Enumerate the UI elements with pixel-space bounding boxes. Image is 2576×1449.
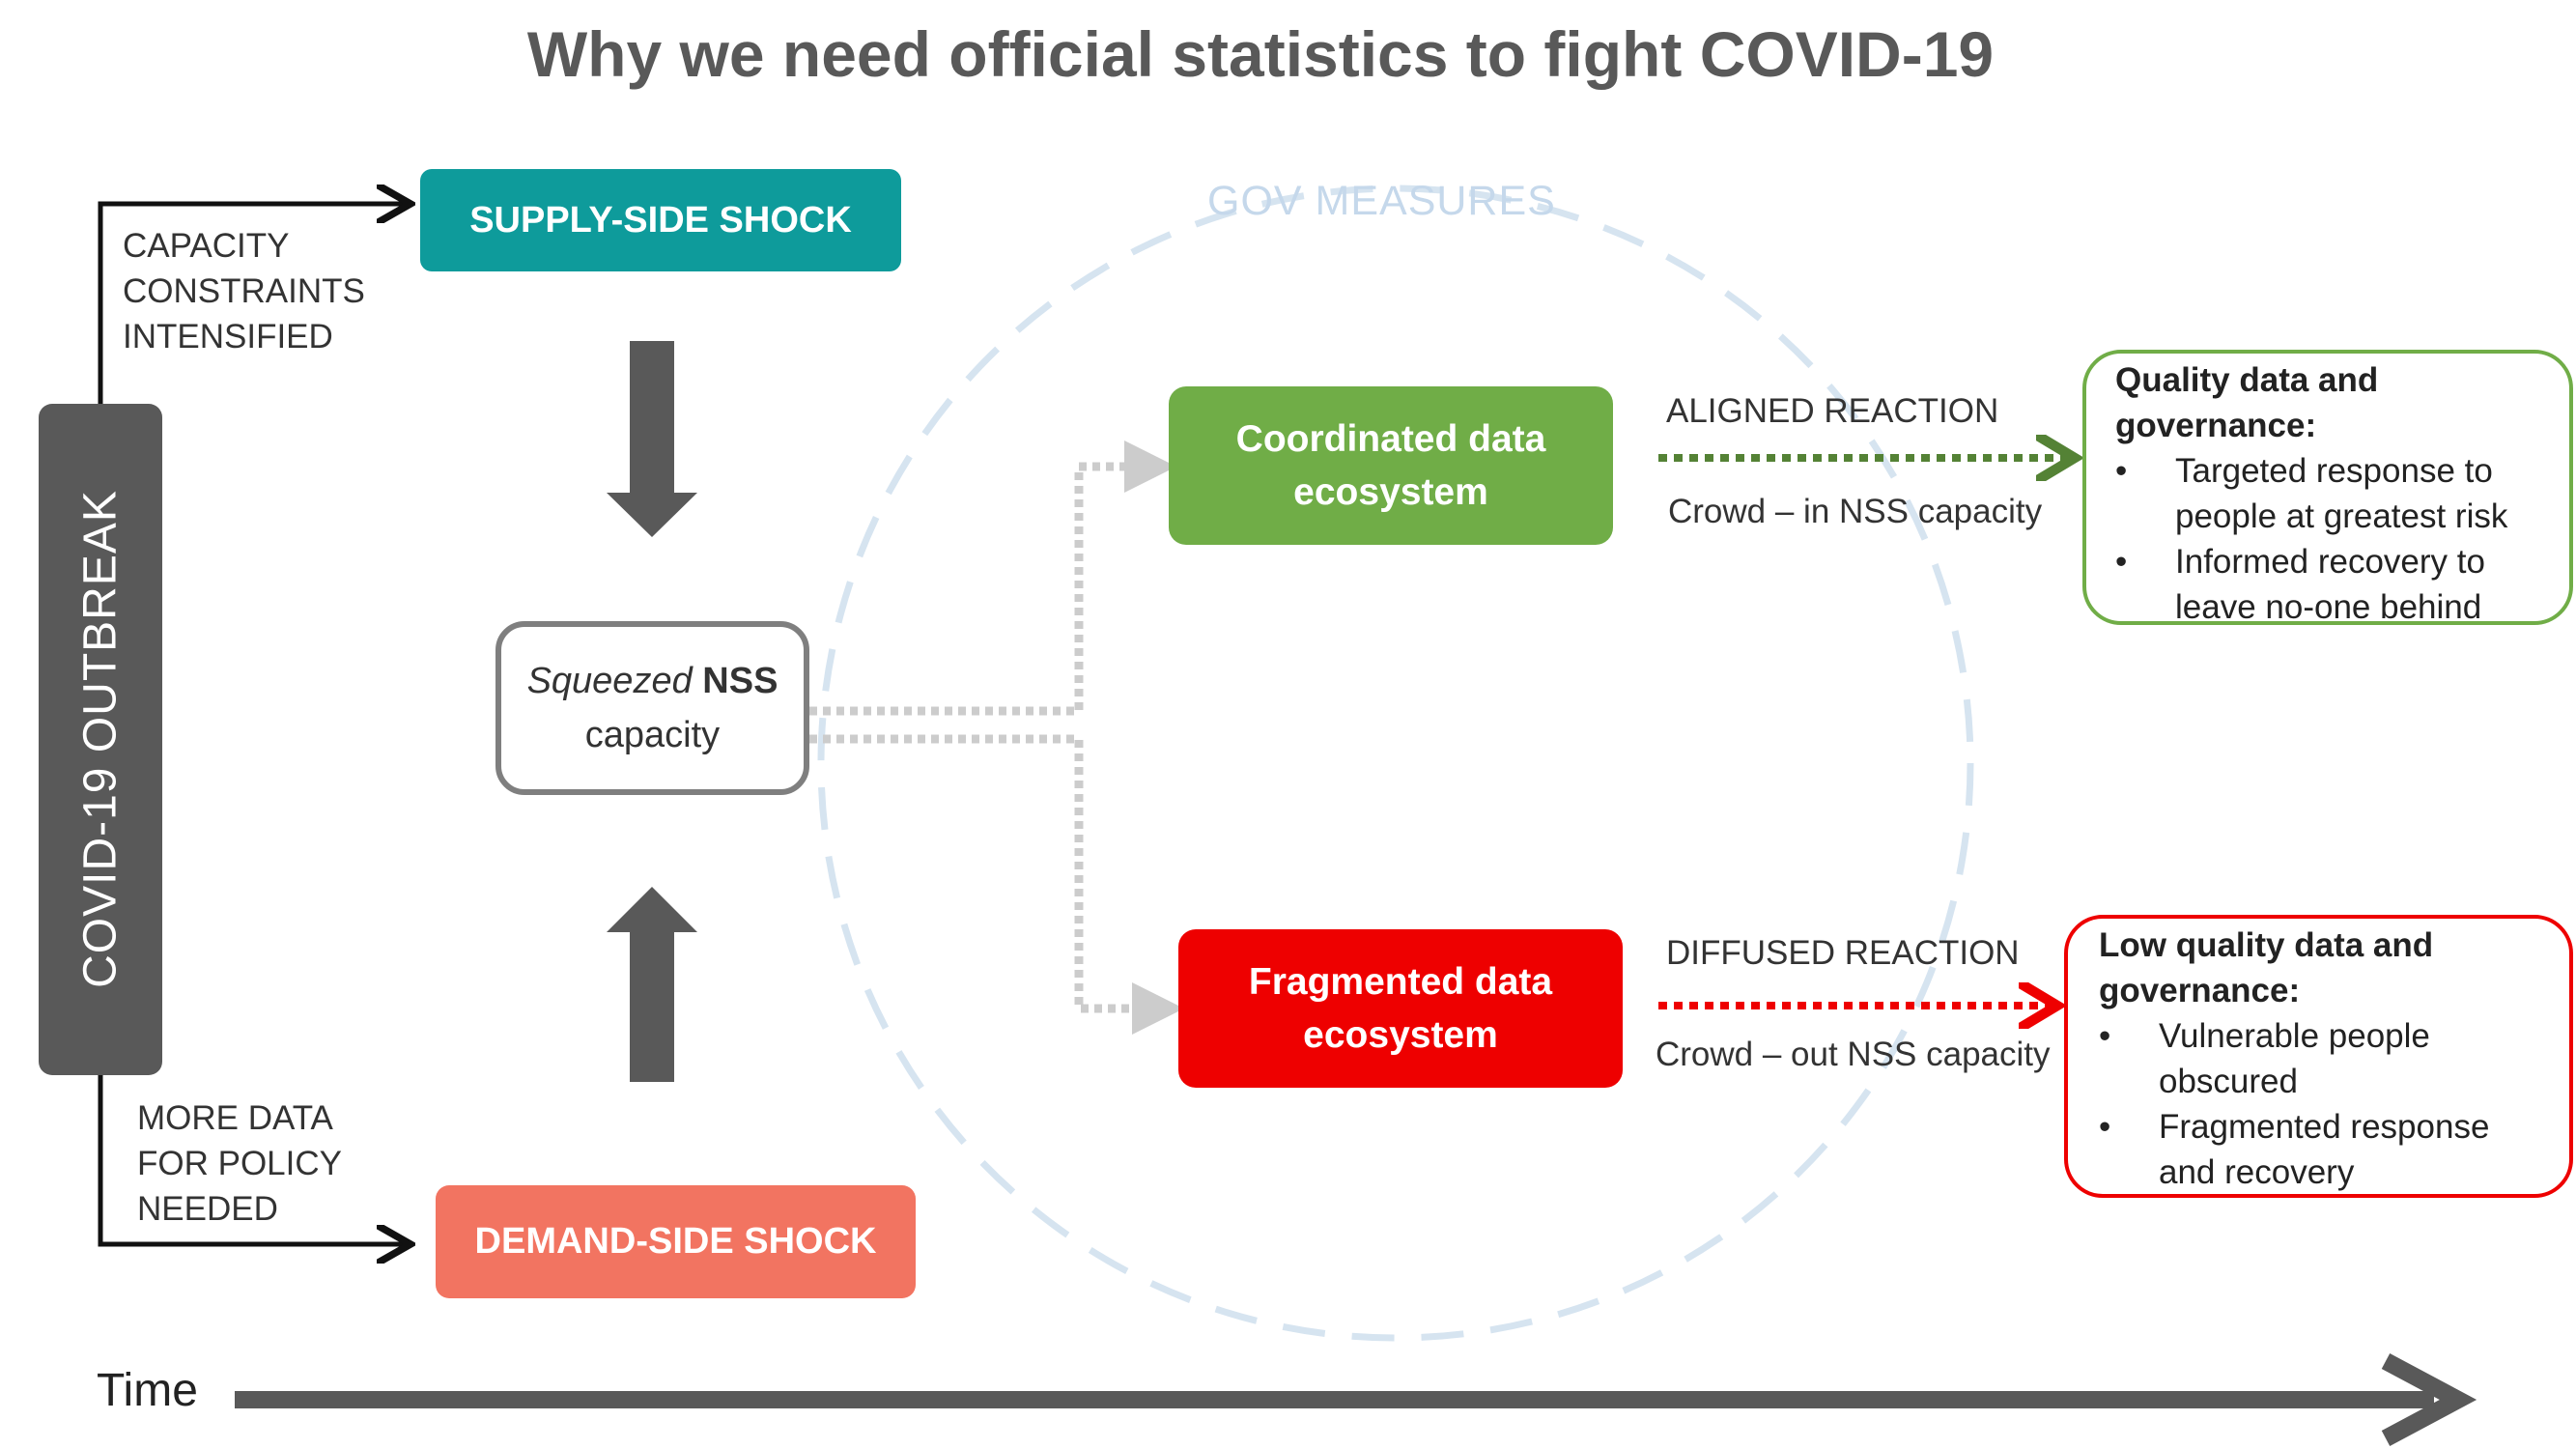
- low-quality-data-outcome-box: Low quality data and governance: Vulnera…: [2064, 915, 2573, 1198]
- nss-line-1: Squeezed NSS: [527, 654, 778, 708]
- demand-label-line: MORE DATA: [137, 1099, 333, 1137]
- demand-label-line: NEEDED: [137, 1190, 278, 1228]
- quality-data-outcome-box: Quality data and governance: Targeted re…: [2082, 350, 2573, 626]
- time-arrow-head: [2381, 1353, 2477, 1446]
- heading-line: governance:: [2115, 407, 2317, 444]
- outcome-heading: Quality data and governance:: [2115, 357, 2569, 448]
- capacity-label-line: INTENSIFIED: [123, 318, 333, 355]
- nss-bold-text: NSS: [702, 661, 778, 701]
- bullet-item: Vulnerable people obscured: [2099, 1013, 2569, 1104]
- coordinated-line: ecosystem: [1293, 471, 1488, 513]
- heading-line: Quality data and: [2115, 361, 2379, 399]
- heading-line: governance:: [2099, 972, 2301, 1009]
- outcome-bullets: Vulnerable people obscured Fragmented re…: [2099, 1013, 2569, 1195]
- squeezed-nss-capacity-box: Squeezed NSS capacity: [495, 621, 809, 795]
- bullet-item: Targeted response to people at greatest …: [2115, 448, 2569, 539]
- bullet-line: Fragmented response: [2159, 1108, 2490, 1146]
- covid-outbreak-bar: [39, 404, 162, 1075]
- time-label: Time: [97, 1365, 198, 1416]
- coordinated-line: Coordinated data: [1235, 418, 1546, 460]
- heading-line: Low quality data and: [2099, 926, 2434, 964]
- bullet-line: Targeted response to: [2175, 452, 2493, 490]
- outcome-heading: Low quality data and governance:: [2099, 923, 2569, 1013]
- capacity-constraints-label: CAPACITY CONSTRAINTS INTENSIFIED: [123, 223, 365, 359]
- demand-up-arrow: [607, 887, 697, 1082]
- bullet-line: Vulnerable people: [2159, 1017, 2430, 1055]
- nss-to-coordinated-connector: [809, 440, 1176, 716]
- supply-down-arrow: [607, 341, 697, 537]
- fragmented-line: Fragmented data: [1248, 961, 1553, 1003]
- crowd-out-label: Crowd – out NSS capacity: [1656, 1036, 2051, 1073]
- nss-to-fragmented-connector: [809, 734, 1184, 1035]
- crowd-in-label: Crowd – in NSS capacity: [1668, 493, 2043, 530]
- aligned-reaction-label: ALIGNED REACTION: [1666, 392, 1999, 430]
- demand-arrow: [98, 1075, 406, 1244]
- bullet-line: Informed recovery to: [2175, 543, 2485, 581]
- bullet-item: Informed recovery to leave no-one behind: [2115, 539, 2569, 630]
- nss-line-2: capacity: [584, 715, 721, 755]
- nss-italic-text: Squeezed: [526, 661, 693, 701]
- covid-outbreak-label: COVID-19 OUTBREAK: [74, 490, 127, 988]
- demand-side-shock-box: DEMAND-SIDE SHOCK: [436, 1185, 916, 1298]
- diffused-reaction-label: DIFFUSED REACTION: [1666, 934, 2020, 972]
- bullet-line: people at greatest risk: [2175, 497, 2508, 535]
- diagram-title: Why we need official statistics to fight…: [526, 18, 1995, 90]
- fragmented-ecosystem-box: Fragmented data ecosystem: [1178, 929, 1623, 1088]
- bullet-line: leave no-one behind: [2175, 588, 2482, 626]
- bullet-item: Fragmented response and recovery: [2099, 1104, 2569, 1195]
- bullet-line: and recovery: [2159, 1153, 2355, 1191]
- coordinated-ecosystem-box: Coordinated data ecosystem: [1169, 386, 1613, 545]
- fragmented-line: ecosystem: [1303, 1014, 1498, 1056]
- gov-measures-circle: [817, 185, 1974, 1342]
- more-data-needed-label: MORE DATA FOR POLICY NEEDED: [137, 1095, 342, 1232]
- gov-measures-label: GOV MEASURES: [1207, 178, 1556, 224]
- supply-side-shock-box: SUPPLY-SIDE SHOCK: [420, 169, 901, 271]
- capacity-label-line: CONSTRAINTS: [123, 272, 365, 310]
- demand-label-line: FOR POLICY: [137, 1145, 342, 1182]
- capacity-arrow: [98, 204, 406, 404]
- outcome-bullets: Targeted response to people at greatest …: [2115, 448, 2569, 630]
- capacity-label-line: CAPACITY: [123, 227, 290, 265]
- bullet-line: obscured: [2159, 1063, 2298, 1100]
